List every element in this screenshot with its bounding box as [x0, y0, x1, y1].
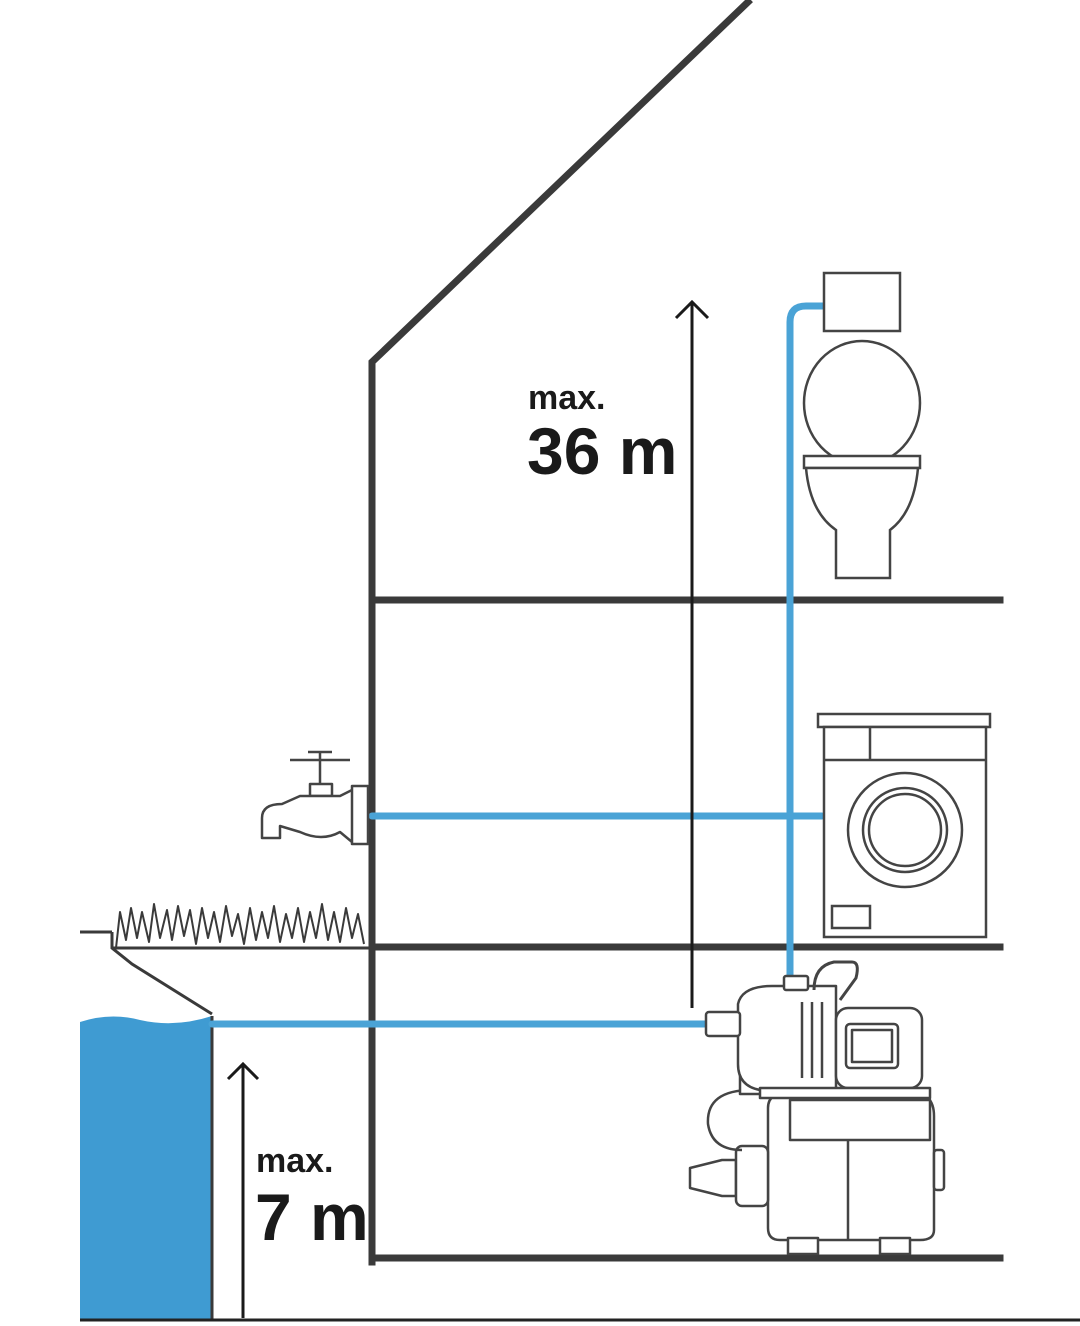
pump-inlet — [704, 1010, 742, 1038]
water-pipes — [208, 302, 830, 1028]
arrow-up-icon — [226, 1061, 260, 1081]
booster-pump-icon — [688, 960, 946, 1256]
grass — [115, 903, 365, 949]
toilet-bowl — [804, 466, 920, 580]
house-outline — [368, 0, 1004, 1266]
arrow-up-icon — [674, 299, 710, 320]
roof-line — [368, 0, 753, 1266]
washing-machine-icon — [816, 712, 992, 939]
water-well — [80, 1016, 1080, 1322]
lift-height-value: 36 m — [527, 414, 677, 488]
lift-height-prefix: max. — [528, 379, 606, 417]
ground-surface — [80, 930, 370, 1016]
washer-panel — [830, 904, 872, 930]
pump-handle — [812, 960, 859, 1001]
toilet-lid — [802, 339, 922, 467]
tap-handle — [290, 750, 350, 784]
water-body — [80, 1016, 212, 1320]
height-arrows — [226, 299, 710, 1318]
cistern — [822, 271, 902, 333]
suction-depth-prefix: max. — [256, 1142, 334, 1180]
toilet-seat — [802, 454, 922, 470]
suction-depth-value: 7 m — [255, 1180, 369, 1254]
tap-body — [260, 788, 366, 844]
washer-top — [816, 712, 992, 729]
toilet-icon — [802, 271, 922, 580]
garden-tap-icon — [260, 750, 370, 846]
tank-fitting — [688, 1158, 738, 1198]
riser-pipe — [786, 302, 830, 984]
